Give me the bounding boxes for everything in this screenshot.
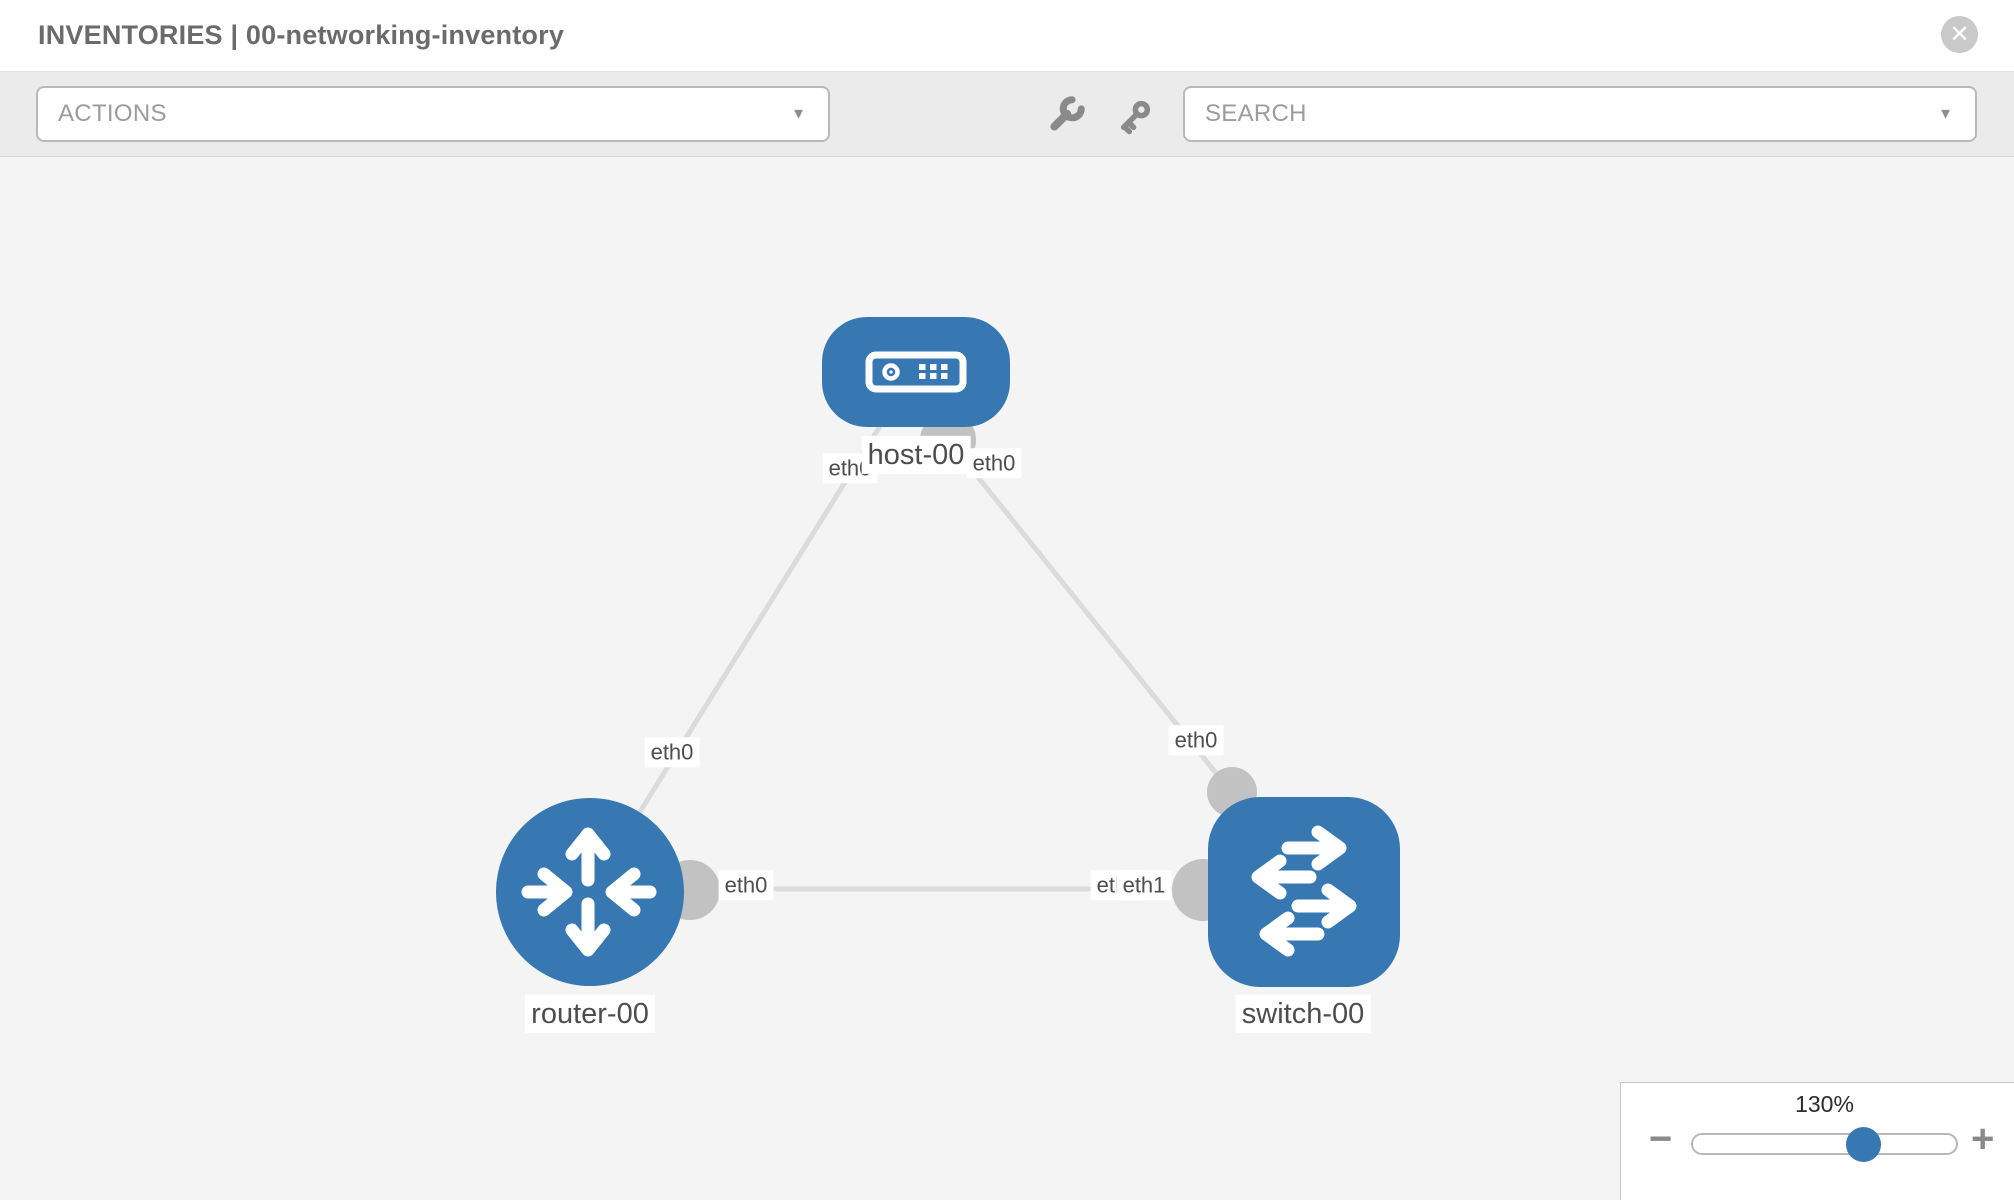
close-icon: ✕ — [1949, 21, 1970, 48]
topology-canvas[interactable]: eth0 eth0 eth0 eth0 eth0 eth0 eth1 host-… — [0, 157, 2014, 1200]
actions-dropdown-label: ACTIONS — [58, 100, 167, 127]
zoom-in-button[interactable]: + — [1971, 1117, 1995, 1161]
node-switch-00[interactable] — [1208, 797, 1400, 987]
header-bar: INVENTORIES | 00-networking-inventory ✕ — [0, 0, 2014, 72]
iface-label: eth0 — [718, 870, 774, 900]
node-host-00[interactable] — [822, 317, 1010, 427]
zoom-slider-track[interactable] — [1691, 1133, 1958, 1155]
router-arrows-icon — [521, 827, 657, 957]
server-icon — [865, 351, 967, 393]
node-label-router: router-00 — [525, 994, 655, 1034]
actions-dropdown[interactable]: ACTIONS ▼ — [36, 86, 830, 142]
chevron-down-icon: ▼ — [791, 105, 806, 123]
zoom-slider-thumb[interactable] — [1846, 1127, 1881, 1162]
iface-label: eth0 — [966, 448, 1022, 478]
node-router-00[interactable] — [496, 798, 684, 986]
key-icon — [1120, 100, 1151, 135]
wrench-icon — [1050, 96, 1085, 131]
switch-arrows-icon — [1251, 825, 1357, 957]
credentials-button[interactable] — [1113, 94, 1157, 138]
iface-label: eth0 — [644, 737, 700, 767]
close-button[interactable]: ✕ — [1941, 16, 1978, 53]
zoom-panel: 130% − + — [1620, 1082, 2014, 1200]
toolbar: ACTIONS ▼ SEARCH ▼ — [0, 72, 2014, 157]
configure-button[interactable] — [1043, 94, 1087, 138]
chevron-down-icon: ▼ — [1938, 105, 1953, 123]
zoom-out-button[interactable]: − — [1649, 1117, 1673, 1161]
node-label-host: host-00 — [861, 435, 971, 475]
node-label-switch: switch-00 — [1235, 994, 1371, 1034]
page-title: INVENTORIES | 00-networking-inventory — [38, 20, 565, 50]
search-dropdown-label: SEARCH — [1205, 100, 1307, 127]
iface-label: eth0 — [1168, 725, 1224, 755]
zoom-level-value: 130% — [1795, 1091, 1854, 1117]
topology-graph — [496, 317, 1400, 987]
iface-label: eth1 — [1116, 870, 1172, 900]
search-dropdown[interactable]: SEARCH ▼ — [1183, 86, 1977, 142]
